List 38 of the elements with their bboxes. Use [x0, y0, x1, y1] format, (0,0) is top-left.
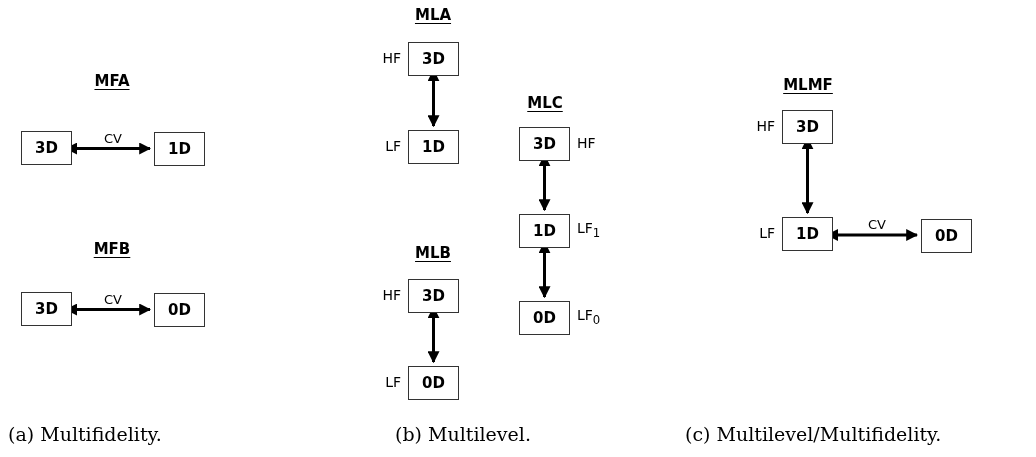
- box-label: 3D: [533, 135, 556, 153]
- fidelity-label: LF: [759, 225, 775, 242]
- process-box: [21, 131, 72, 165]
- scheme-heading: MLMF: [783, 76, 833, 94]
- fidelity-label: LF: [385, 138, 401, 155]
- fidelity-label: LF$_{1}$: [577, 220, 601, 240]
- fidelity-label: HF: [382, 287, 401, 304]
- process-box: [21, 292, 72, 326]
- edge-label: CV: [866, 217, 888, 232]
- scheme-heading: MFA: [94, 72, 130, 90]
- subfigure-caption: (b) Multilevel.: [395, 423, 531, 445]
- scheme-heading: MFB: [93, 240, 131, 258]
- box-label: 1D: [422, 138, 445, 156]
- fidelity-label: LF$_{0}$: [577, 307, 601, 327]
- box-label: 3D: [422, 287, 445, 305]
- fidelity-label: HF: [577, 135, 596, 152]
- process-box: [154, 132, 205, 166]
- box-label: 1D: [533, 222, 556, 240]
- box-label: 1D: [168, 140, 191, 158]
- process-box: [154, 293, 205, 327]
- scheme-heading: MLA: [414, 6, 452, 24]
- box-label: 3D: [35, 300, 58, 318]
- subfigure-caption: (c) Multilevel/Multifidelity.: [685, 423, 942, 445]
- box-label: 3D: [35, 139, 58, 157]
- box-label: 0D: [168, 301, 191, 319]
- fidelity-label: HF: [756, 118, 775, 135]
- scheme-heading: MLB: [415, 244, 451, 262]
- box-label: 1D: [796, 225, 819, 243]
- box-label: 0D: [422, 374, 445, 392]
- process-box: [921, 219, 972, 253]
- box-label: 0D: [533, 309, 556, 327]
- fidelity-label: HF: [382, 50, 401, 67]
- box-label: 3D: [422, 50, 445, 68]
- box-label: 0D: [935, 227, 958, 245]
- subfigure-caption: (a) Multifidelity.: [8, 423, 162, 445]
- box-label: 3D: [796, 118, 819, 136]
- scheme-heading: MLC: [527, 94, 563, 112]
- fidelity-label: LF: [385, 374, 401, 391]
